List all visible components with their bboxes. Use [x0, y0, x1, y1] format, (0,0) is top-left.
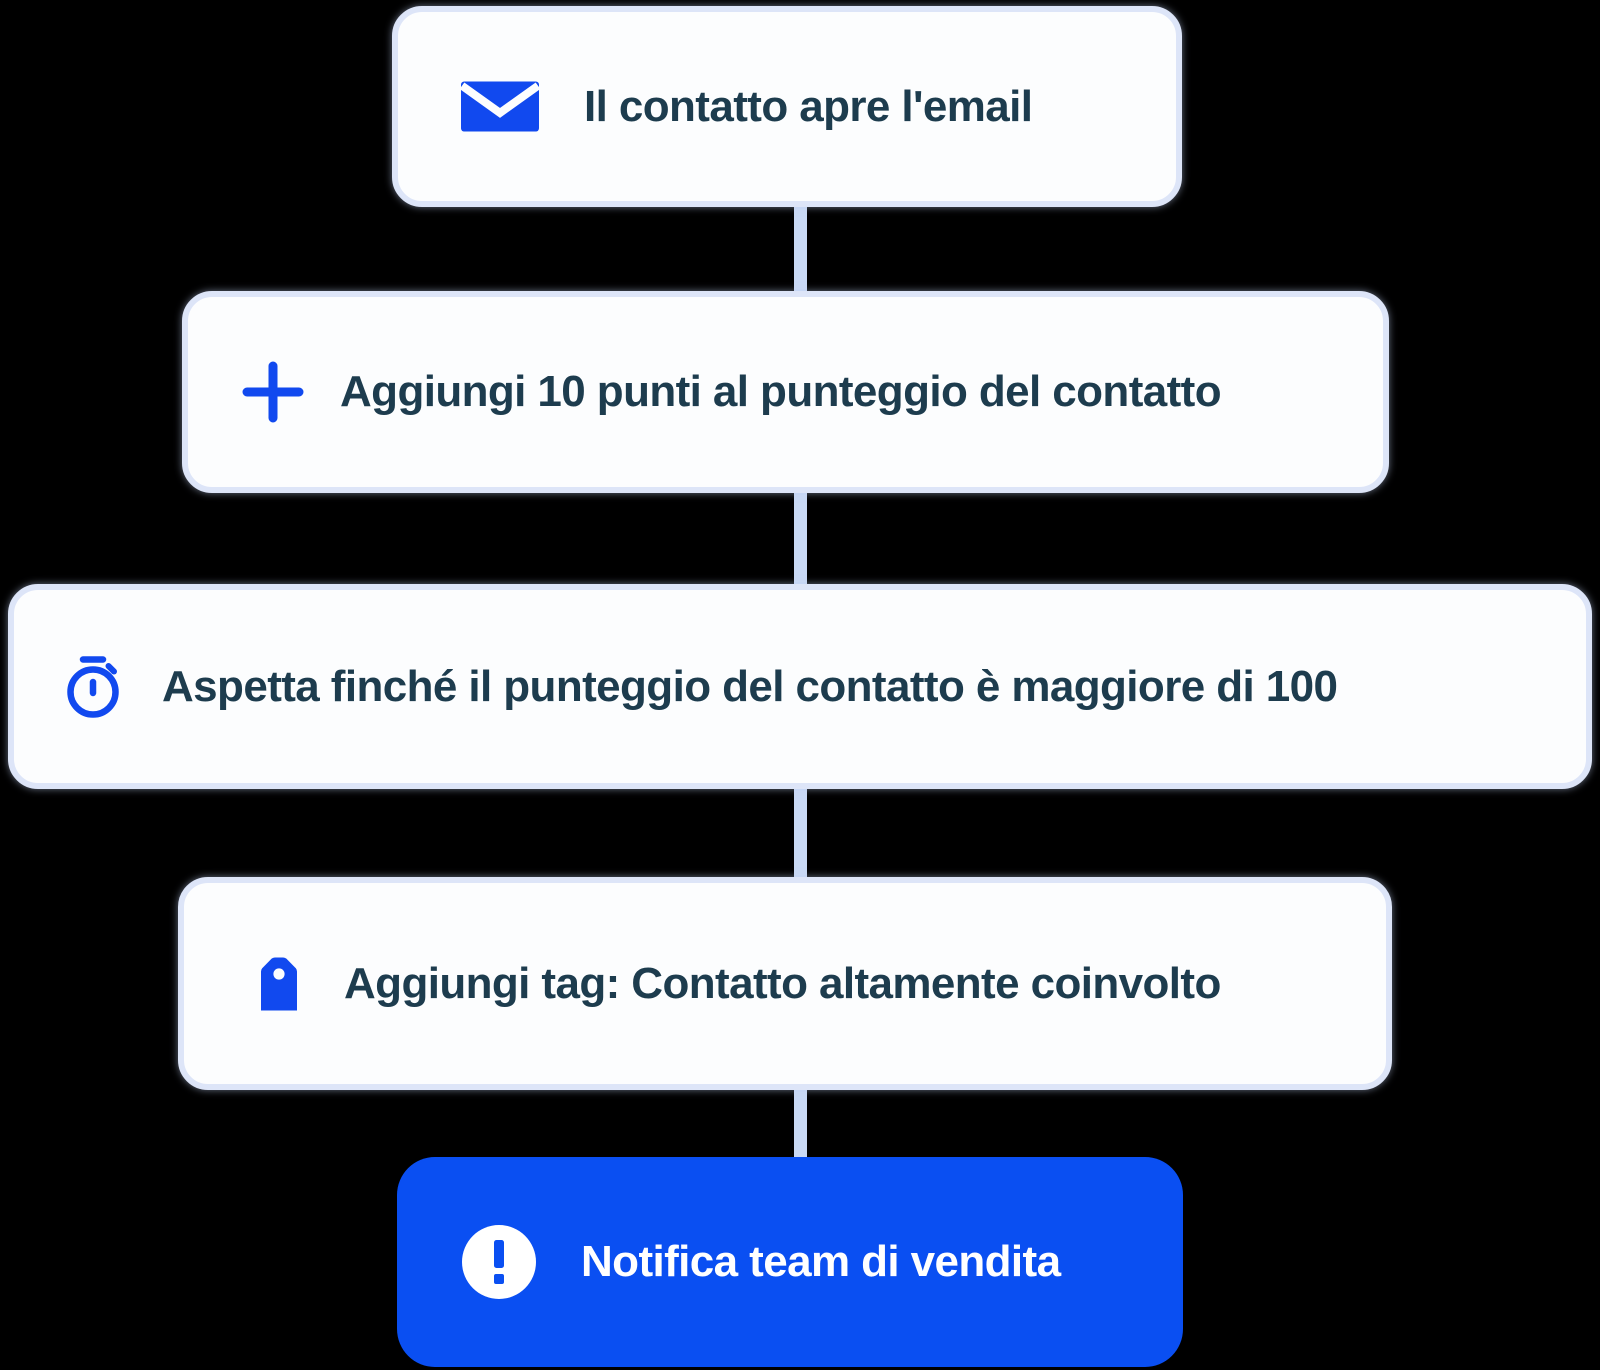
node-label: Notifica team di vendita — [581, 1237, 1061, 1286]
stopwatch-icon — [64, 655, 122, 719]
node-label: Il contatto apre l'email — [584, 81, 1033, 131]
workflow-node-email-open[interactable]: Il contatto apre l'email — [392, 6, 1182, 207]
node-label: Aspetta finché il punteggio del contatto… — [162, 661, 1338, 711]
tag-icon — [258, 955, 300, 1013]
workflow-node-add-points[interactable]: Aggiungi 10 punti al punteggio del conta… — [182, 291, 1389, 493]
alert-icon — [461, 1224, 537, 1300]
node-label: Aggiungi tag: Contatto altamente coinvol… — [344, 958, 1221, 1008]
workflow-node-notify-sales[interactable]: Notifica team di vendita — [397, 1157, 1183, 1367]
workflow-node-add-tag[interactable]: Aggiungi tag: Contatto altamente coinvol… — [178, 877, 1392, 1090]
node-label: Aggiungi 10 punti al punteggio del conta… — [340, 367, 1222, 416]
email-icon — [460, 80, 540, 133]
workflow-node-wait-score[interactable]: Aspetta finché il punteggio del contatto… — [8, 584, 1592, 789]
plus-icon — [242, 361, 304, 423]
